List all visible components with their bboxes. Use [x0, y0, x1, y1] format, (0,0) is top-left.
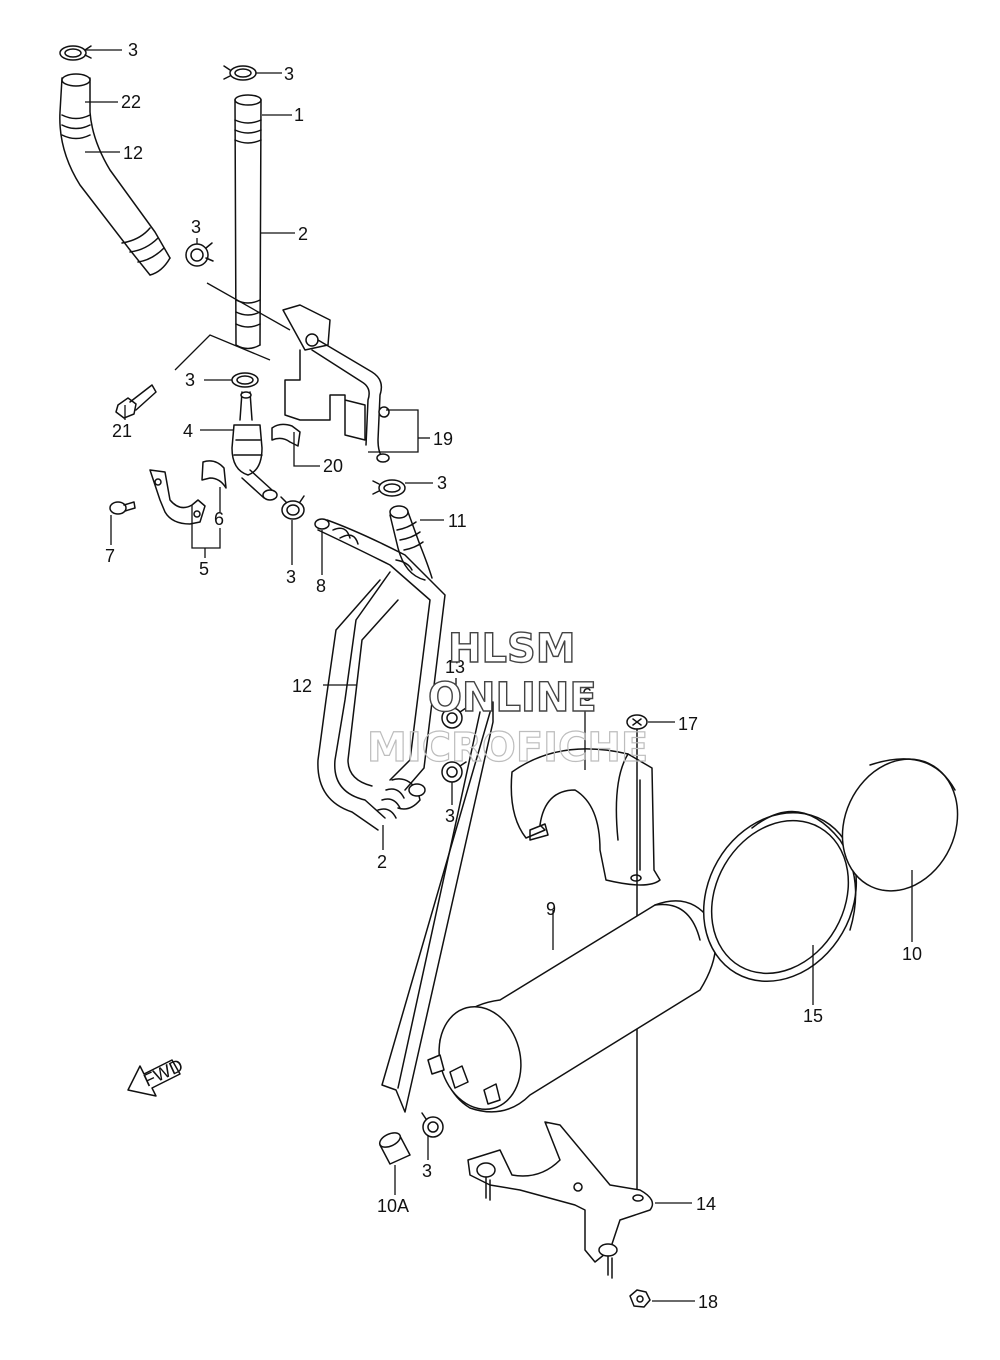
- callout-15: 15: [803, 1006, 823, 1026]
- callout-7: 7: [105, 546, 115, 566]
- watermark-line-3: MICROFICHE: [367, 725, 648, 771]
- callout-3a: 3: [128, 40, 138, 60]
- cap-part-10: [841, 758, 959, 892]
- hose-part-8: [314, 518, 446, 831]
- callout-4: 4: [183, 421, 193, 441]
- clamp-part-3f: [372, 479, 406, 497]
- callout-3g: 3: [445, 806, 455, 826]
- callout-21: 21: [112, 421, 132, 441]
- clamp-bracket-part-5: [149, 469, 206, 525]
- nut-part-18: [629, 1289, 651, 1308]
- fitting-part-4: [231, 391, 278, 501]
- callout-3c: 3: [191, 217, 201, 237]
- clip-part-20: [271, 423, 301, 447]
- cap-part-10a: [378, 1132, 411, 1165]
- callout-1: 1: [294, 105, 304, 125]
- hose-part-2-lower: [377, 778, 426, 819]
- fwd-arrow-icon: FWD: [127, 1055, 186, 1097]
- callout-5: 5: [199, 559, 209, 579]
- bracket-part-16: [510, 748, 661, 886]
- fwd-label: FWD: [140, 1055, 186, 1090]
- clamp-part-3d: [231, 372, 259, 388]
- callout-12b: 12: [292, 676, 312, 696]
- screw-part-7: [109, 501, 136, 515]
- callout-9: 9: [546, 899, 556, 919]
- callout-22: 22: [121, 92, 141, 112]
- bolt-part-21: [115, 384, 157, 419]
- plate-part-13: [381, 701, 494, 1113]
- clamp-part-3g: [441, 707, 467, 729]
- callout-19: 19: [433, 429, 453, 449]
- callout-11: 11: [448, 511, 467, 531]
- hose-part-11: [389, 505, 433, 581]
- callout-3f: 3: [437, 473, 447, 493]
- callout-2b: 2: [377, 852, 387, 872]
- watermark-line-1: HLSM: [448, 626, 576, 672]
- clip-part-6: [201, 460, 227, 489]
- callout-12a: 12: [123, 143, 143, 163]
- hose-part-12-upper: [59, 73, 171, 276]
- callout-10: 10: [902, 944, 922, 964]
- callout-3h: 3: [422, 1161, 432, 1181]
- clamp-part-3a: [59, 45, 92, 61]
- callout-16: 16: [572, 685, 592, 705]
- leader-lines: [85, 49, 913, 1302]
- callout-2a: 2: [298, 224, 308, 244]
- callout-17: 17: [678, 714, 698, 734]
- callout-6: 6: [214, 509, 224, 529]
- callout-10a: 10A: [377, 1196, 409, 1216]
- bracket-part-14: [467, 1121, 654, 1279]
- callout-13: 13: [445, 657, 465, 677]
- clamp-part-3c: [185, 242, 214, 267]
- callout-8: 8: [316, 576, 326, 596]
- watermark: HLSM ONLINE MICROFICHE: [366, 625, 648, 771]
- callout-labels: 3 3 22 1 12 3 2 3 4 19 20 21 6 7 5 3 8 3…: [105, 40, 922, 1312]
- canister-part-9: [427, 900, 717, 1113]
- watermark-line-2: ONLINE: [428, 675, 597, 721]
- clamp-part-3b: [223, 65, 257, 81]
- clamp-part-3i: [421, 1112, 444, 1138]
- hose-part-2-vertical: [234, 94, 262, 350]
- callout-3b: 3: [284, 64, 294, 84]
- clamp-part-3e: [280, 495, 305, 520]
- callout-3d: 3: [185, 370, 195, 390]
- callout-3e: 3: [286, 567, 296, 587]
- sleeve-part-15: [702, 810, 858, 983]
- callout-18: 18: [698, 1292, 718, 1312]
- callout-20: 20: [323, 456, 343, 476]
- callout-14: 14: [696, 1194, 716, 1214]
